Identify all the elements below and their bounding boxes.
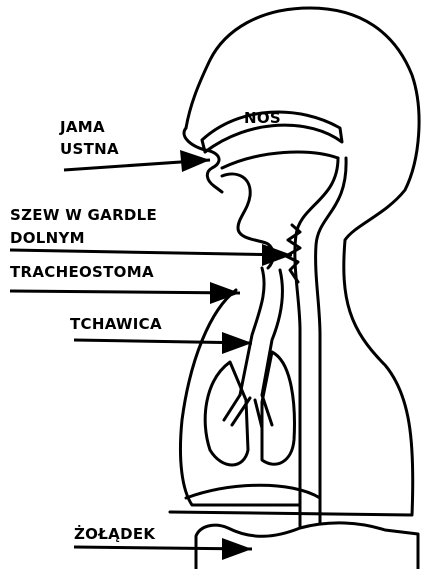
arrowhead-szew	[262, 244, 292, 266]
label-zoladek: ŻOŁĄDEK	[74, 527, 155, 542]
arrow-szew	[10, 250, 292, 255]
palate-line	[222, 152, 338, 168]
arrow-tracheostoma	[10, 291, 240, 293]
label-szew-line1: SZEW W GARDLE	[10, 208, 157, 223]
arrowhead-zoladek	[222, 538, 252, 560]
label-nos: NOS	[244, 111, 281, 126]
chest-cavity	[180, 290, 300, 505]
label-tchawica: TCHAWICA	[70, 317, 162, 332]
label-jama-ustna-line1: JAMA	[60, 120, 105, 135]
trachea-front	[240, 268, 264, 395]
label-tracheostoma: TRACHEOSTOMA	[10, 265, 154, 280]
label-jama-ustna-line2: USTNA	[60, 142, 119, 157]
label-szew-line2: DOLNYM	[10, 231, 85, 246]
pharynx-back	[316, 158, 347, 510]
